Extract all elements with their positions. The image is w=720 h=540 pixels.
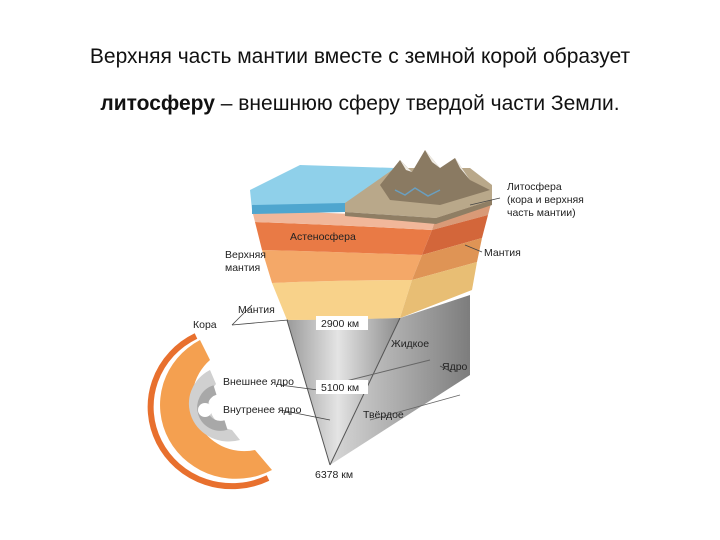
globe-section	[147, 333, 272, 490]
ocean-surface	[250, 165, 395, 210]
label-inner-core: Внутренее ядро	[223, 404, 302, 416]
label-outer-core: Внешнее ядро	[223, 376, 294, 388]
heading-line-1: Верхняя часть мантии вместе с земной кор…	[89, 45, 631, 68]
label-upper-mantle-1: Верхняя	[225, 249, 266, 261]
heading-line-2: литосферу – внешнюю сферу твердой части …	[0, 92, 720, 116]
label-upper-mantle-2: мантия	[225, 262, 260, 274]
label-crust: Кора	[193, 319, 217, 331]
label-asthenosphere: Астеносфера	[290, 231, 356, 243]
asthenosphere-layer	[255, 222, 432, 255]
mountains	[380, 150, 490, 205]
label-mantle-right: Мантия	[484, 247, 521, 259]
label-liquid: Жидкое	[391, 338, 429, 350]
label-mantle-left: Мантия	[238, 304, 275, 316]
heading-keyword: литосферу	[100, 92, 215, 115]
label-lithosphere-note-2: часть мантии)	[507, 207, 576, 219]
label-lithosphere-note-1: (кора и верхняя	[507, 194, 584, 206]
label-depth-2900: 2900 км	[321, 318, 359, 330]
label-solid: Твёрдое	[363, 409, 404, 421]
upper-mantle-layer	[262, 250, 422, 283]
label-depth-5100: 5100 км	[321, 382, 359, 394]
depth-5100-badge	[316, 380, 368, 394]
heading-line-2-rest: – внешнюю сферу твердой части Земли.	[214, 92, 620, 115]
depth-2900-badge	[316, 316, 368, 330]
lithosphere-mantle-layer	[252, 210, 436, 230]
pointer-lines	[231, 197, 501, 421]
mantle-layer	[272, 280, 412, 320]
core-side-face	[330, 295, 470, 465]
label-depth-6378: 6378 км	[315, 469, 353, 481]
label-core: Ядро	[442, 361, 468, 373]
label-lithosphere: Литосфера	[507, 181, 562, 193]
